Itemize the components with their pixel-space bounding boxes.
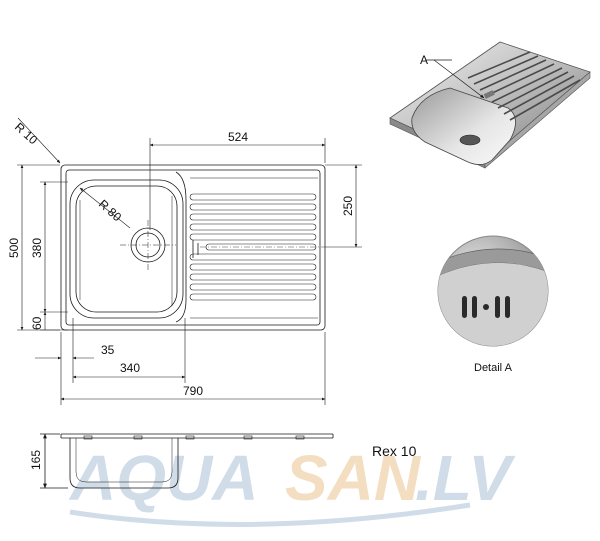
drainer-ribs [189,193,317,301]
render-ribs [467,51,581,121]
sink-3d-render [389,41,591,169]
dim-label-524: 524 [228,130,248,144]
detail-marker-a: A [420,53,428,67]
model-name: Rex 10 [372,443,417,459]
dim-label-r10: R 10 [12,120,40,148]
watermark-lv: .LV [415,442,516,514]
bowl-inner [75,185,178,313]
dim-label-250: 250 [341,196,355,216]
drainer-contour [175,171,187,323]
sink-rim-inner [65,169,321,326]
watermark: AQUA SAN .LV [68,442,516,527]
leader-r10 [17,117,61,164]
dim-label-35: 35 [101,343,115,357]
sink-side-view [40,433,334,489]
detail-caption: Detail A [474,362,513,374]
leader-r80 [79,187,131,229]
detail-a-leader [433,59,485,99]
side-bowl [69,438,179,489]
dim-label-790: 790 [183,384,203,398]
dim-label-380: 380 [30,238,44,258]
dim-label-165: 165 [29,450,43,470]
bowl-outer [69,179,184,319]
watermark-aqua: AQUA [68,442,258,514]
dim-label-60: 60 [30,316,44,330]
sink-plan-view [60,164,326,331]
sink-outline [60,164,326,331]
dimension-lines [17,117,362,405]
dim-label-340: 340 [120,361,140,375]
dim-label-500: 500 [7,238,21,258]
render-bowl [411,87,516,165]
watermark-san: SAN [285,442,422,514]
detail-a-view [437,235,549,347]
